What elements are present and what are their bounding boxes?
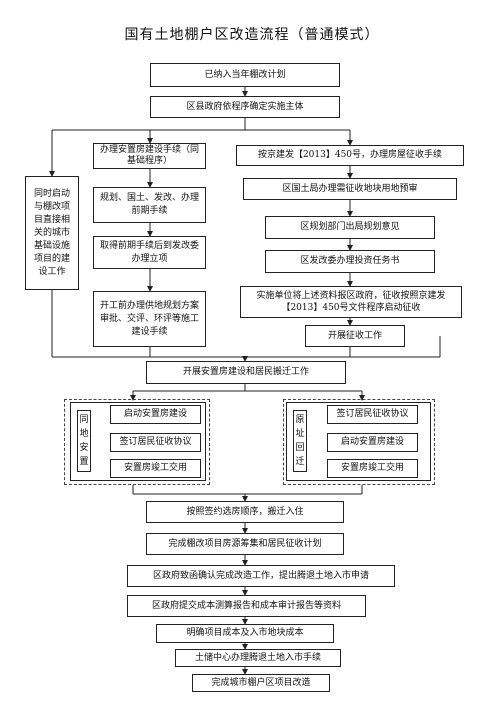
group-label-on-site-return: 原址回迁 — [293, 410, 307, 472]
step-confirm-completion: 区政府致函确认完成改造工作，提出腾退土地入市申请 — [127, 565, 395, 587]
step-investment-task: 区发改委办理投资任务书 — [265, 250, 435, 273]
step-construction-procedures: 开工前办理供地规划方案审批、交评、环评等施工建设手续 — [93, 291, 206, 347]
group2-sign-expropriation-agreement: 签订居民征收协议 — [327, 405, 418, 424]
step-report-to-district-government: 实施单位将上述资料报区政府，征收按照京建发【2013】450号文件程序启动征收 — [240, 286, 462, 318]
step-planning-opinion: 区规划部门出局规划意见 — [265, 216, 435, 239]
step-preliminary-procedures: 规划、国土、发改、办理前期手续 — [93, 187, 206, 223]
step-resettlement-and-relocation: 开展安置房建设和居民搬迁工作 — [146, 361, 346, 384]
group-label-same-site: 同地安置 — [77, 410, 91, 472]
group1-housing-completion: 安置房竣工交用 — [110, 459, 201, 478]
step-land-reserve-procedures: 土储中心办理腾退土地入市手续 — [175, 649, 341, 667]
step-determine-implementer: 区县政府依程序确定实施主体 — [150, 96, 340, 118]
step-project-approval: 取得前期手续后到发改委办理立项 — [93, 236, 206, 269]
step-complete-renovation: 完成城市棚户区项目改造 — [192, 674, 330, 692]
group1-start-housing-construction: 启动安置房建设 — [110, 405, 201, 424]
page-title: 国有土地棚户区改造流程（普通模式） — [124, 27, 380, 43]
dashed-frame-left — [64, 399, 210, 485]
step-in-annual-plan: 已纳入当年棚改计划 — [150, 63, 340, 87]
step-clarify-costs: 明确项目成本及入市地块成本 — [156, 624, 334, 643]
step-carry-out-expropriation: 开展征收工作 — [305, 325, 405, 347]
step-move-in: 按照签约选房顺序，搬迁入住 — [146, 501, 344, 523]
group1-sign-expropriation-agreement: 签订居民征收协议 — [110, 433, 201, 452]
step-resettlement-housing-procedures: 办理安置房建设手续（同基础程序） — [93, 143, 206, 169]
step-complete-housing-plan: 完成棚改项目房源筹集和居民征收计划 — [146, 533, 344, 555]
group2-housing-completion: 安置房竣工交用 — [327, 459, 418, 478]
step-expropriation-procedures: 按京建发【2013】450号，办理房屋征收手续 — [236, 145, 464, 166]
step-land-use-preview: 区国土局办理需征收地块用地预审 — [243, 178, 457, 200]
dashed-frame-right — [283, 399, 435, 485]
group2-start-housing-construction: 启动安置房建设 — [327, 433, 418, 452]
step-start-infrastructure: 同时启动与棚改项目直接相关的城市基础设施项目的建设工作 — [25, 176, 79, 290]
step-submit-cost-reports: 区政府提交成本测算报告和成本审计报告等资料 — [127, 595, 366, 617]
